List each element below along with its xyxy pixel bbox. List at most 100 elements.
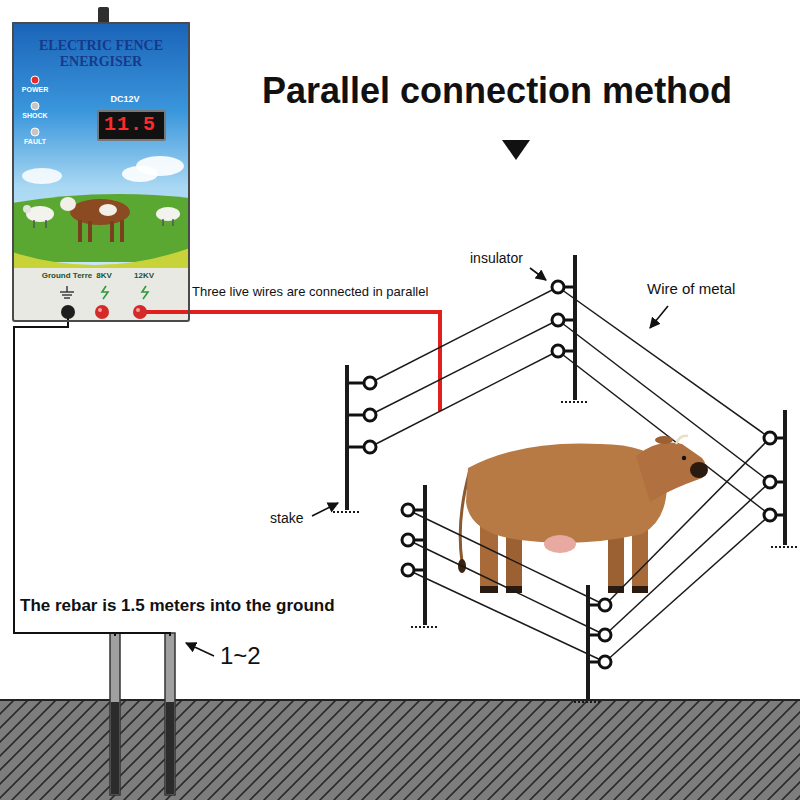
energiser-body-part — [88, 221, 92, 242]
terminal-part — [133, 305, 147, 319]
terminal-part — [136, 308, 140, 312]
terminal-label: Ground Terre — [42, 271, 93, 280]
energiser-box: ELECTRIC FENCE ENERGISERPOWERSHOCKFAULTD… — [12, 22, 190, 322]
leader-arrow-part — [186, 643, 214, 656]
energiser-body-part-part — [66, 286, 67, 292]
insulator-arm-part — [590, 661, 599, 664]
led-label: POWER — [22, 86, 48, 94]
insulator-arm-part — [776, 514, 783, 517]
energiser-body-part — [102, 286, 108, 299]
rebar — [110, 633, 175, 795]
terminal-part — [95, 305, 109, 319]
cow-part — [608, 586, 624, 593]
energiser-body — [12, 7, 190, 322]
energiser-body-part — [60, 286, 74, 298]
energiser-body-part — [122, 166, 158, 182]
stake-part — [573, 255, 577, 400]
insulator-arm-part — [414, 509, 423, 512]
insulator-arm-part — [349, 446, 364, 449]
insulator-part — [552, 314, 564, 326]
led-label: SHOCK — [22, 112, 47, 120]
fence-wire-part — [408, 540, 605, 635]
stake-base-part — [574, 701, 602, 703]
insulator-arm-part — [349, 382, 364, 385]
cow-part — [676, 436, 688, 444]
display-reading: 11.5 — [99, 112, 161, 137]
energiser-body-part — [142, 286, 148, 299]
energiser-body-part — [60, 197, 76, 211]
cow — [458, 436, 708, 593]
insulator-part — [402, 534, 414, 546]
stake-part — [586, 585, 590, 700]
stake-base-part — [771, 546, 799, 548]
insulator-part — [764, 509, 776, 521]
insulator-arm-part — [776, 481, 783, 484]
fence-wire-part — [605, 482, 770, 635]
cow-part — [506, 586, 522, 593]
stake-part — [783, 410, 787, 545]
energiser-body-part-part — [64, 297, 70, 298]
wire-note: Three live wires are connected in parall… — [192, 285, 428, 300]
diagram-title: Parallel connection method — [262, 70, 732, 111]
led-label: FAULT — [24, 138, 46, 146]
insulator-part — [599, 629, 611, 641]
rebar-part — [111, 702, 119, 794]
insulator-part — [364, 377, 376, 389]
energiser-body-part — [31, 76, 39, 84]
cow-part — [544, 535, 576, 553]
insulator-arm-part — [414, 539, 423, 542]
rebar-part — [166, 702, 174, 794]
stake-part — [345, 365, 349, 510]
energiser-body-part — [156, 207, 180, 221]
insulator-arm-part — [590, 604, 599, 607]
voltage-label: DC12V — [110, 94, 139, 104]
leader-arrow-part — [530, 268, 546, 280]
stake-base-part — [411, 626, 439, 628]
rebar-part — [165, 633, 175, 795]
insulator-part — [364, 409, 376, 421]
ground-wire — [14, 318, 170, 636]
live-wire — [146, 312, 440, 411]
insulator-arm — [349, 287, 783, 662]
energiser-body-part — [23, 205, 31, 213]
insulator-part — [402, 504, 414, 516]
insulator — [364, 281, 776, 668]
fence-wire-part — [370, 320, 558, 415]
energiser-body-part — [45, 220, 47, 228]
insulator-part — [764, 432, 776, 444]
stake-base — [333, 402, 799, 702]
terminal-label: 8KV — [96, 271, 112, 280]
insulator-part — [364, 441, 376, 453]
quantity-label: 1~2 — [220, 642, 261, 670]
pointer-triangle — [502, 140, 530, 160]
part-label: Wire of metal — [647, 280, 735, 297]
fence-wire-part — [558, 287, 770, 438]
ground-note: The rebar is 1.5 meters into the ground — [20, 596, 335, 616]
insulator-part — [552, 345, 564, 357]
energiser-body-part — [78, 220, 82, 242]
energiser-body-part-part — [62, 294, 72, 295]
energiser-body-part — [12, 22, 190, 322]
stake-base-part — [333, 511, 361, 513]
stake — [347, 255, 785, 700]
leader-arrow-part — [650, 306, 668, 328]
fence-wire-part — [605, 438, 770, 605]
insulator-arm-part — [776, 437, 783, 440]
energiser-body-part — [172, 219, 174, 226]
insulator-part — [552, 281, 564, 293]
energiser-body-part — [120, 220, 124, 242]
cow-part — [690, 462, 708, 478]
rebar-part — [110, 633, 120, 795]
digital-display: 11.5 — [97, 110, 166, 141]
energiser-body-part — [31, 102, 39, 110]
energiser-body-part — [110, 221, 114, 242]
stake-base-part — [561, 401, 589, 403]
fence-wire-part — [408, 510, 605, 605]
terminal — [61, 305, 147, 319]
part-label: stake — [270, 510, 303, 526]
terminal-label: 12KV — [134, 271, 154, 280]
terminal-part — [61, 305, 75, 319]
insulator-arm-part — [564, 350, 573, 353]
energiser-body-part — [31, 128, 39, 136]
insulator-arm-part — [564, 286, 573, 289]
